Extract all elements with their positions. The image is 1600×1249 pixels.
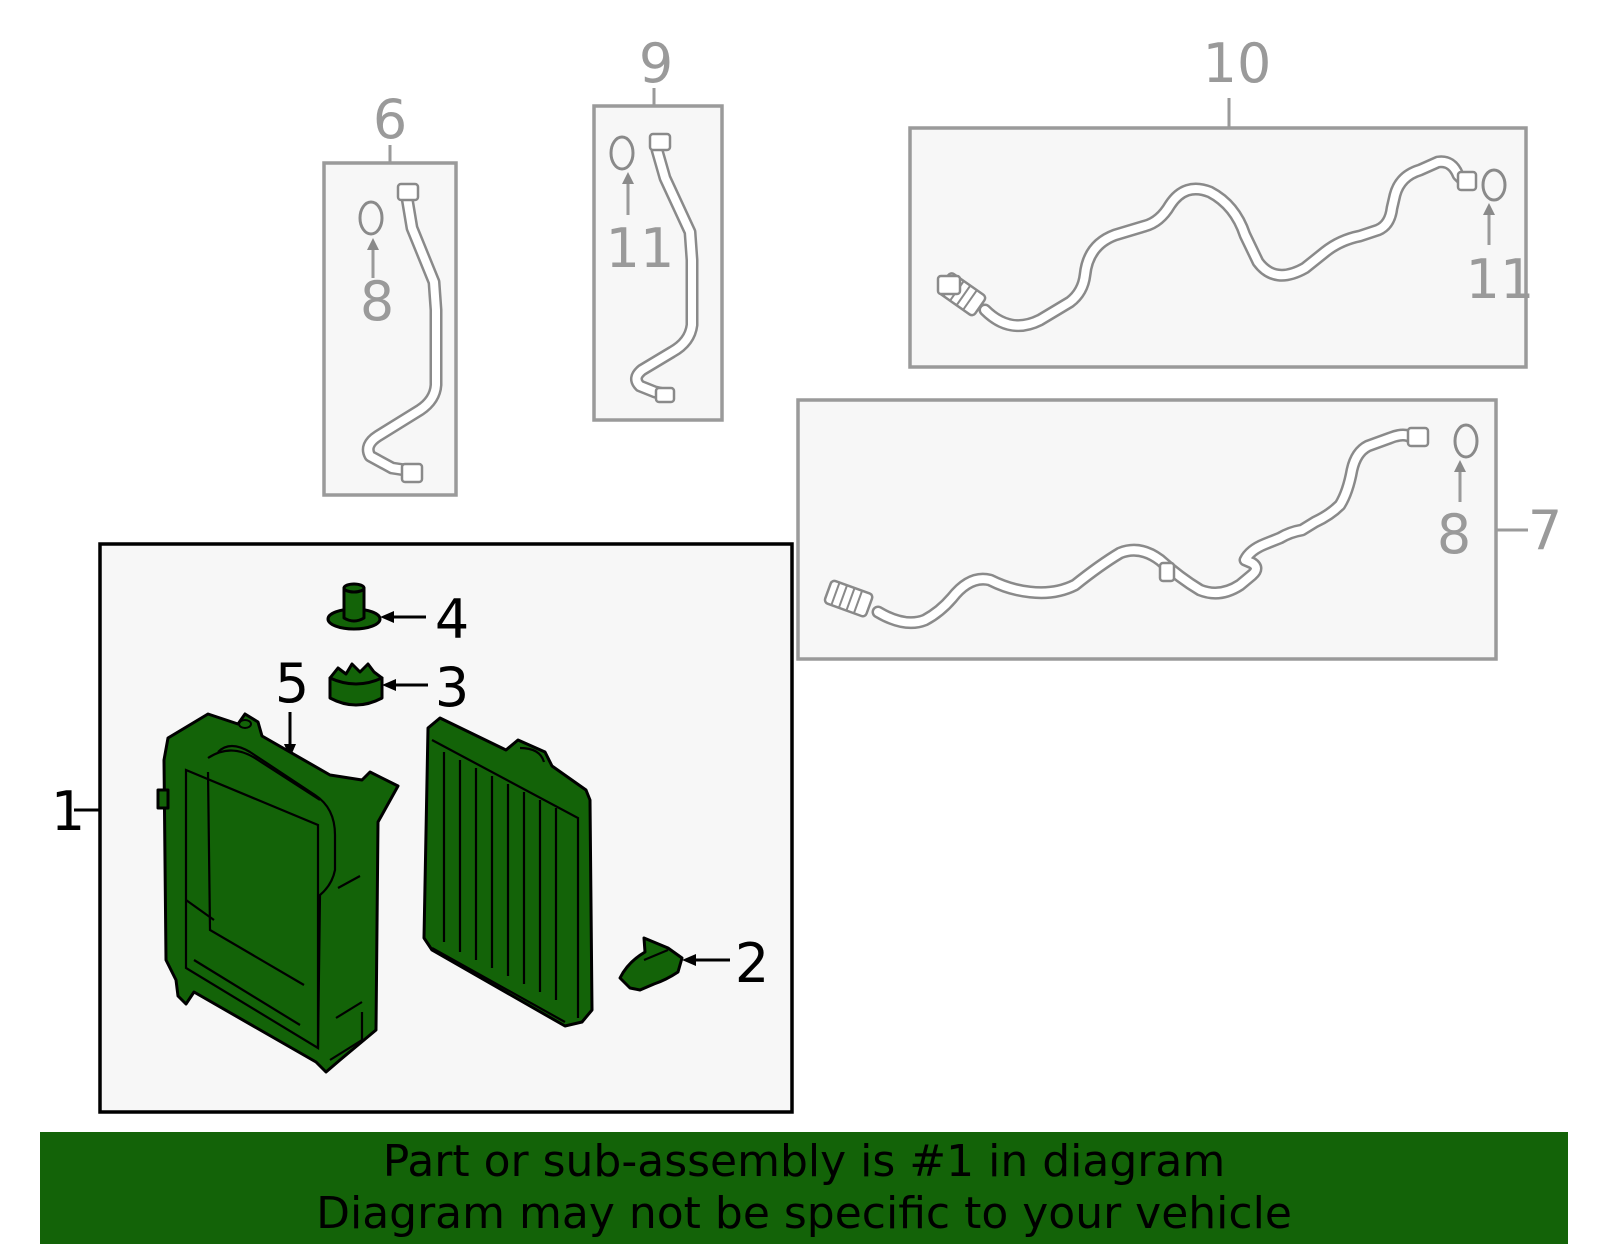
callout-6: 6 [373, 88, 407, 151]
fitting-icon [936, 274, 962, 296]
o-ring-8-icon [358, 200, 384, 236]
info-banner: Part or sub-assembly is #1 in diagram Di… [40, 1132, 1568, 1244]
arrow-8a-icon [367, 238, 379, 250]
fitting-icon [1158, 561, 1176, 583]
callout-11a: 11 [606, 217, 675, 280]
callout-1: 1 [51, 780, 85, 843]
o-ring-8-icon [1453, 423, 1479, 459]
fitting-icon [648, 132, 672, 152]
shroud-body-icon [162, 712, 400, 1074]
callout-9: 9 [639, 32, 673, 95]
arrow-11a-icon [622, 172, 634, 184]
grommet-body-icon [328, 676, 384, 707]
callout-11b: 11 [1466, 248, 1535, 311]
callout-8b: 8 [1437, 503, 1471, 566]
arrow-3-icon [382, 679, 396, 691]
grommet-3[interactable] [328, 662, 384, 707]
cap-stem-icon [342, 586, 366, 623]
fitting-icon [1456, 170, 1478, 192]
callout-10: 10 [1203, 32, 1272, 95]
callout-3: 3 [435, 656, 469, 719]
arrow-4-icon [380, 611, 394, 623]
cap-4[interactable] [326, 582, 382, 631]
callout-8a: 8 [360, 270, 394, 333]
fitting-icon [400, 462, 424, 484]
pipe-assembly-10[interactable]: 10 11 [908, 32, 1535, 369]
callout-2: 2 [735, 932, 769, 995]
arrow-2-icon [682, 954, 696, 966]
pipe-assembly-6[interactable]: 6 8 [322, 88, 458, 497]
arrow-11b-icon [1483, 203, 1495, 215]
callout-5: 5 [275, 652, 309, 715]
fitting-icon [654, 386, 676, 404]
callout-4: 4 [435, 588, 469, 651]
o-ring-11-icon [609, 135, 635, 171]
banner-line-1: Part or sub-assembly is #1 in diagram [382, 1136, 1226, 1187]
fitting-icon [1406, 426, 1430, 448]
callout-7: 7 [1528, 499, 1562, 562]
bracket-2[interactable] [618, 936, 684, 992]
shroud-5[interactable] [156, 712, 400, 1074]
o-ring-11-icon [1481, 168, 1507, 202]
grommet-teeth-icon [328, 662, 384, 686]
oil-cooler-assembly-1[interactable]: 1 4 3 5 [51, 542, 794, 1114]
pipe-assembly-7[interactable]: 7 8 [796, 398, 1562, 661]
pipe-assembly-9[interactable]: 9 11 [592, 32, 724, 422]
banner-line-2: Diagram may not be specific to your vehi… [316, 1188, 1292, 1239]
fitting-icon [396, 182, 420, 202]
arrow-8b-icon [1454, 460, 1466, 472]
oil-cooler-core[interactable] [422, 716, 594, 1028]
quick-connector-icon [823, 579, 874, 618]
